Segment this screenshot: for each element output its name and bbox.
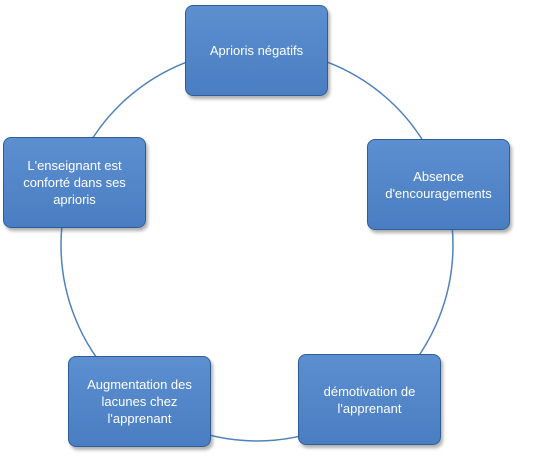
node-demotivation-apprenant: démotivation de l'apprenant [298,354,441,445]
node-label: Augmentation des lacunes chez l'apprenan… [87,377,192,426]
node-absence-encouragements: Absence d'encouragements [367,139,510,230]
node-label: L'enseignant est conforté dans ses aprio… [23,158,126,207]
node-label: démotivation de l'apprenant [323,383,416,416]
node-enseignant-conforte: L'enseignant est conforté dans ses aprio… [3,137,146,228]
node-aprioris-negatifs: Aprioris négatifs [185,5,328,96]
node-augmentation-lacunes: Augmentation des lacunes chez l'apprenan… [68,356,211,447]
node-label: Absence d'encouragements [385,168,492,201]
node-label: Aprioris négatifs [209,43,304,58]
